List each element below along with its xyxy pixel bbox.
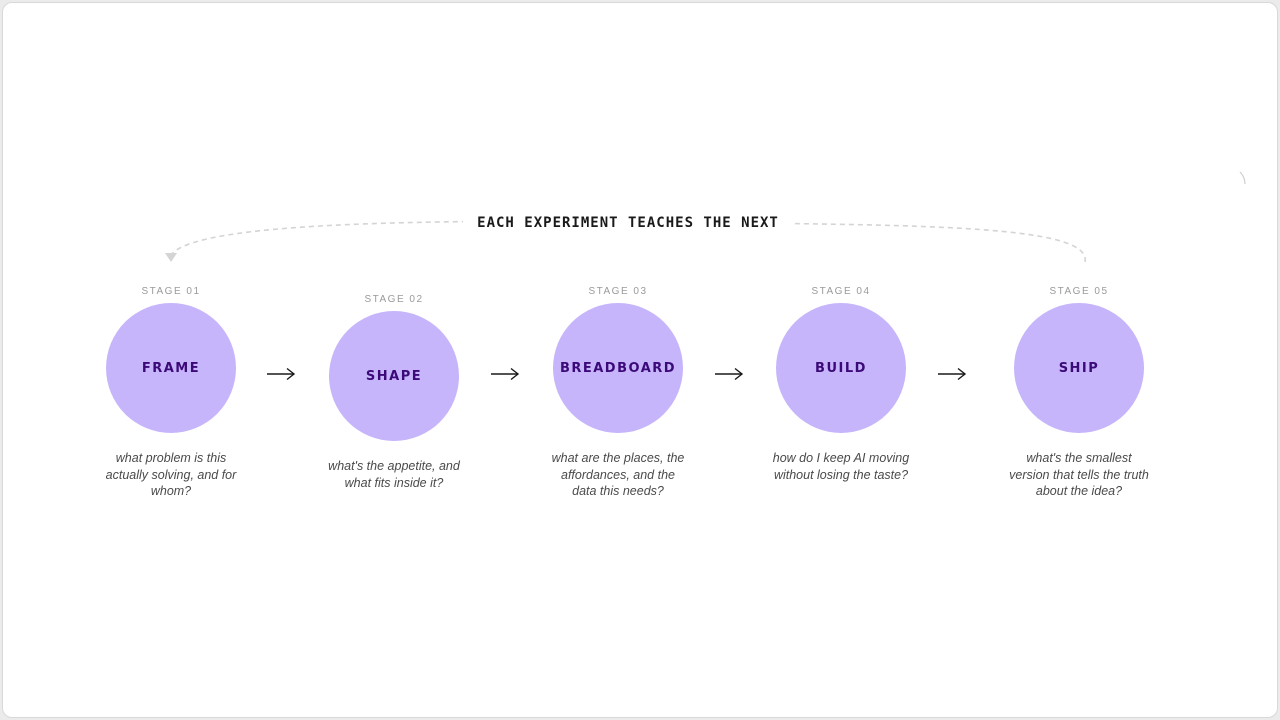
arrow-right-icon [715, 367, 744, 381]
decorative-stroke-icon [1239, 171, 1246, 185]
loop-label: EACH EXPERIMENT TEACHES THE NEXT [463, 209, 793, 237]
stage-question: what problem is this actually solving, a… [105, 451, 237, 498]
arrow-right-icon [267, 367, 296, 381]
arrow-right-icon [938, 367, 967, 381]
stage-circle-frame: FRAME [106, 303, 236, 433]
stage-number: STAGE 05 [1049, 286, 1109, 297]
stage-circle-shape: SHAPE [329, 311, 459, 441]
stage-number: STAGE 02 [364, 294, 424, 305]
stage-circle-build: BUILD [776, 303, 906, 433]
feedback-loop-arrowhead [165, 253, 177, 262]
stage-number: STAGE 04 [811, 286, 871, 297]
arrow-right-icon [491, 367, 520, 381]
stage-frame: STAGE 01 FRAME what problem is this actu… [91, 286, 251, 500]
stage-number: STAGE 01 [141, 286, 201, 297]
stage-build: STAGE 04 BUILD how do I keep AI moving w… [761, 286, 921, 483]
stage-question: what are the places, the affordances, an… [551, 451, 685, 498]
stage-circle-breadboard: BREADBOARD [553, 303, 683, 433]
stage-shape: STAGE 02 SHAPE what's the appetite, and … [314, 294, 474, 491]
stage-question: what's the appetite, and what fits insid… [328, 459, 460, 490]
stage-ship: STAGE 05 SHIP what's the smallest versio… [999, 286, 1159, 500]
stage-question: how do I keep AI moving without losing t… [772, 451, 910, 482]
stage-number: STAGE 03 [588, 286, 648, 297]
stage-question: what's the smallest version that tells t… [1009, 451, 1149, 498]
stage-circle-ship: SHIP [1014, 303, 1144, 433]
stage-breadboard: STAGE 03 BREADBOARD what are the places,… [538, 286, 698, 500]
